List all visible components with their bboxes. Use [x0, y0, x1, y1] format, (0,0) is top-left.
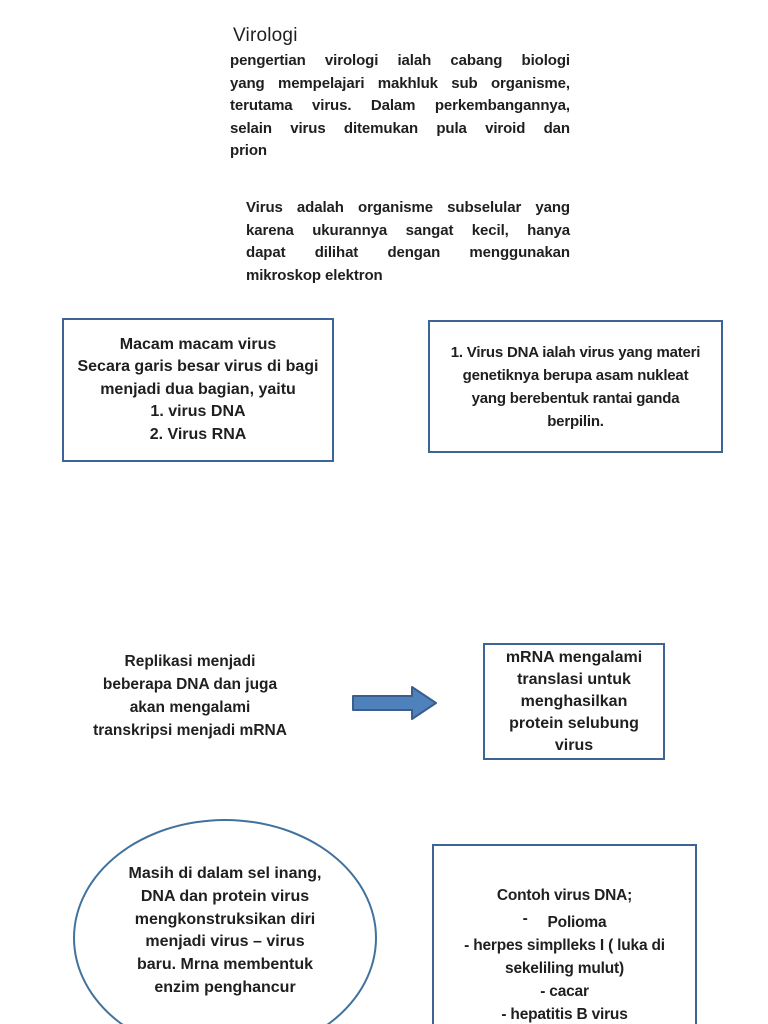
text-line: sekeliling mulut) — [505, 960, 624, 977]
text-line: Virus adalah organisme subselular yang — [246, 199, 570, 216]
text-line: mRNA mengalami — [505, 648, 643, 666]
text-line: Secara garis besar virus di bagi — [77, 358, 319, 376]
text-line: pengertian virologi ialah cabang biologi — [230, 52, 570, 69]
text-line: mikroskop elektron — [246, 266, 383, 284]
text-line: - cacar — [540, 983, 589, 1000]
replikasi-note: Replikasi menjadi beberapa DNA dan juga ak… — [82, 650, 298, 742]
text-line: enzim penghancur — [154, 978, 296, 996]
text-line: terutama virus. Dalam perkembangannya, — [230, 97, 570, 115]
text-line: 2. Virus RNA — [149, 425, 247, 443]
text-line: Replikasi menjadi — [124, 653, 256, 670]
text-line: yang mempelajari makhluk sub organisme, — [230, 74, 570, 92]
polioma-label: Polioma — [547, 914, 607, 931]
text-line: genetiknya berupa asam nukleat — [462, 366, 689, 384]
right-block-arrow-icon — [352, 686, 437, 720]
text-line: yang berebentuk rantai ganda — [471, 389, 680, 407]
text-line: selain virus ditemukan pula viroid dan — [230, 119, 570, 137]
sel-inang-ellipse: Masih di dalam sel inang, DNA dan protein… — [73, 819, 377, 1024]
text-line: 1. virus DNA — [150, 403, 246, 421]
text-line: - hepatitis B virus — [501, 1006, 628, 1023]
intro-paragraph: pengertian virologi ialah cabang biologi… — [230, 50, 570, 163]
text-line: baru. Mrna membentuk — [136, 956, 314, 974]
text-line: Masih di dalam sel inang, — [128, 865, 322, 882]
text-line: 1. Virus DNA ialah virus yang materi — [450, 343, 701, 361]
virus-definition-paragraph: Virus adalah organisme subselular yang ka… — [246, 197, 570, 287]
text-line: dapat dilihat dengan menggunakan — [246, 244, 570, 262]
contoh-box-list: - herpes simplleks I ( luka di sekeliling… — [434, 934, 695, 1024]
contoh-virus-dna-box: Contoh virus DNA; - Polioma - herpes simp… — [432, 844, 697, 1024]
text-line: menjadi dua bagian, yaitu — [100, 380, 296, 398]
text-line: DNA dan protein virus — [140, 887, 310, 905]
mrna-translation-box: mRNA mengalami translasi untuk menghasilka… — [483, 643, 665, 760]
text-line: translasi untuk — [517, 670, 631, 688]
text-line: beberapa DNA dan juga — [102, 676, 278, 693]
text-line: menghasilkan — [520, 692, 628, 710]
contoh-box-title: Contoh virus DNA; — [496, 887, 633, 904]
text-line: prion — [230, 142, 267, 160]
text-line: karena ukurannya sangat kecil, hanya — [246, 221, 570, 239]
sel-inang-ellipse-text: Masih di dalam sel inang, DNA dan protein… — [93, 863, 357, 1000]
text-line: mengkonstruksikan diri — [134, 910, 316, 928]
virus-dna-definition-box: 1. Virus DNA ialah virus yang materi gene… — [428, 320, 723, 453]
text-line: - herpes simplleks I ( luka di — [464, 937, 665, 954]
polioma-bullet-line: - Polioma — [434, 907, 695, 934]
text-line: virus — [554, 736, 594, 754]
text-line: akan mengalami — [129, 699, 251, 716]
text-line: menjadi virus – virus — [145, 933, 305, 951]
dash-bullet: - — [522, 910, 528, 927]
text-line: Macam macam virus — [119, 335, 277, 353]
text-line: transkripsi menjadi mRNA — [93, 722, 287, 739]
text-line: berpilin. — [547, 412, 604, 430]
page-title: Virologi — [233, 25, 298, 46]
text-line: protein selubung — [509, 714, 639, 732]
